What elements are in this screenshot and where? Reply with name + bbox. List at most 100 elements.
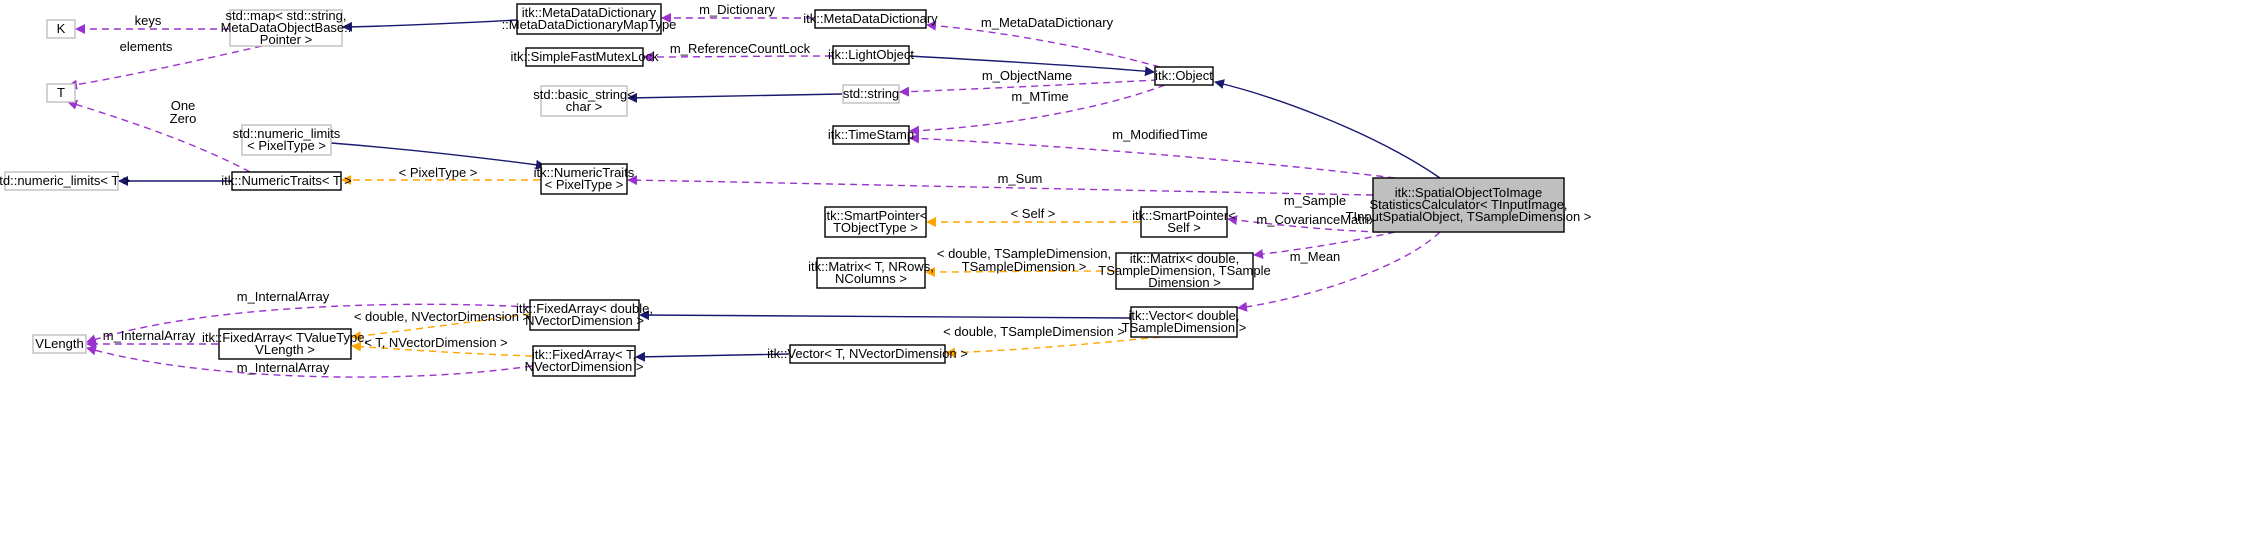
- class-node-mutexlock[interactable]: itk::SimpleFastMutexLock: [510, 47, 659, 67]
- edge-path-mutex_light: [643, 51, 833, 62]
- class-node-timestamp[interactable]: itk::TimeStamp: [828, 125, 914, 145]
- edge-path-vectorT_vectorD: [945, 336, 1161, 358]
- class-node-box: [1372, 177, 1565, 233]
- edge-label-line: m_Dictionary: [699, 2, 775, 17]
- class-node-matrixD[interactable]: itk::Matrix< double,TSampleDimension, TS…: [1098, 251, 1270, 290]
- edge-label-line: m_MTime: [1011, 89, 1068, 104]
- edge-path-nlpix_ntpix: [330, 142, 546, 170]
- edge-label-line: m_InternalArray: [237, 289, 330, 304]
- class-node-label: Pointer >: [260, 32, 312, 47]
- class-node-faTV[interactable]: itk::FixedArray< TValueType,VLength >: [202, 328, 368, 360]
- edge-matrixD_sosc: m_CovarianceMatrix: [1253, 212, 1396, 259]
- class-node-box: [1140, 206, 1228, 238]
- class-node-mddmap[interactable]: itk::MetaDataDictionary::MetaDataDiction…: [502, 3, 677, 35]
- class-node-T[interactable]: T: [46, 83, 76, 103]
- class-node-label: std::string: [843, 86, 899, 101]
- class-node-mdd[interactable]: itk::MetaDataDictionary: [803, 9, 938, 29]
- edge-timestamp_sosc: m_ModifiedTime: [909, 127, 1396, 179]
- class-node-label: std::basic_string<: [533, 87, 635, 102]
- edge-path-matrixD_sosc: [1253, 231, 1396, 259]
- edge-matrixT_matrixD: < double, TSampleDimension,TSampleDimens…: [925, 246, 1116, 277]
- edge-timestamp_object: m_MTime: [909, 84, 1166, 136]
- class-node-label: itk::LightObject: [828, 47, 914, 62]
- class-node-ntT[interactable]: itk::NumericTraits< T >: [221, 171, 352, 191]
- class-node-label: TSampleDimension, TSample: [1098, 263, 1270, 278]
- class-node-nlT[interactable]: std::numeric_limits< T >: [0, 171, 130, 191]
- class-node-stdstring[interactable]: std::string: [842, 84, 900, 104]
- edge-label-timestamp_sosc: m_ModifiedTime: [1112, 127, 1208, 142]
- edge-faTV_faT: < T, NVectorDimension >: [351, 335, 533, 357]
- edge-path-stdstring_object: [899, 79, 1159, 97]
- class-node-K[interactable]: K: [46, 19, 76, 39]
- edge-label-mdd_object: m_MetaDataDictionary: [981, 15, 1114, 30]
- edge-faD_vectorD: [639, 310, 1131, 321]
- edge-path-stdmap_mddmap: [342, 19, 518, 32]
- edge-path-timestamp_sosc: [909, 133, 1396, 179]
- class-node-lightobject[interactable]: itk::LightObject: [828, 45, 914, 65]
- edge-path-faD_vectorD: [639, 310, 1131, 321]
- class-node-label: ::MetaDataDictionaryMapType: [502, 17, 677, 32]
- edge-path-spself_sosc: [1227, 215, 1381, 233]
- class-node-vlength[interactable]: VLength: [32, 334, 87, 354]
- edge-path-faT_vectorT: [635, 351, 790, 362]
- class-node-box: [540, 85, 628, 117]
- class-node-label: itk::Object: [1155, 68, 1213, 83]
- edge-label-line: m_ModifiedTime: [1112, 127, 1208, 142]
- edge-K_stdmap: keys: [75, 13, 230, 34]
- class-node-box: [832, 125, 910, 145]
- edge-label-stdstring_object: m_ObjectName: [982, 68, 1072, 83]
- class-node-box: [832, 45, 910, 65]
- class-node-spobj[interactable]: itk::SmartPointer<TObjectType >: [824, 206, 928, 238]
- class-node-vectorT[interactable]: itk::Vector< T, NVectorDimension >: [767, 344, 968, 364]
- class-node-label: < PixelType >: [545, 177, 624, 192]
- class-node-label: itk::SmartPointer<: [824, 208, 928, 223]
- edge-label-matrixD_sosc: m_CovarianceMatrix: [1256, 212, 1376, 227]
- class-node-box: [1115, 252, 1254, 290]
- class-node-matrixT[interactable]: itk::Matrix< T, NRows,NColumns >: [808, 257, 934, 289]
- edge-vectorD_sosc: m_Mean: [1237, 231, 1441, 312]
- class-node-label: NVectorDimension >: [525, 359, 644, 374]
- class-node-label: StatisticsCalculator< TInputImage,: [1369, 197, 1567, 212]
- edge-lightobject_object: [908, 55, 1155, 77]
- edge-path-faTV_faT: [351, 341, 533, 357]
- class-node-label: K: [57, 21, 66, 36]
- class-node-nlpix[interactable]: std::numeric_limits< PixelType >: [233, 124, 341, 156]
- edge-label-line: m_Sum: [998, 171, 1043, 186]
- edge-label-timestamp_object: m_MTime: [1011, 89, 1068, 104]
- class-node-label: itk::SimpleFastMutexLock: [510, 49, 659, 64]
- class-node-object[interactable]: itk::Object: [1154, 66, 1214, 86]
- edge-label-ntpix_sosc: m_Sum: [998, 171, 1043, 186]
- edge-label-line: Zero: [170, 111, 197, 126]
- class-node-label: itk::Matrix< double,: [1130, 251, 1239, 266]
- class-node-label: std::map< std::string,: [225, 8, 346, 23]
- edge-label-line: < Self >: [1011, 206, 1056, 221]
- class-node-label: itk::Vector< double,: [1129, 308, 1240, 323]
- class-node-spself[interactable]: itk::SmartPointer<Self >: [1132, 206, 1236, 238]
- class-node-sosc[interactable]: itk::SpatialObjectToImageStatisticsCalcu…: [1346, 177, 1592, 233]
- class-node-stdmap[interactable]: std::map< std::string,MetaDataObjectBase…: [221, 8, 352, 47]
- edge-path-timestamp_object: [909, 84, 1166, 136]
- edge-mdd_object: m_MetaDataDictionary: [926, 15, 1161, 68]
- class-node-label: itk::FixedArray< TValueType,: [202, 330, 368, 345]
- class-node-vectorD[interactable]: itk::Vector< double,TSampleDimension >: [1122, 306, 1247, 338]
- class-node-box: [516, 3, 662, 35]
- edge-label-line: m_MetaDataDictionary: [981, 15, 1114, 30]
- edge-vl_faT: m_InternalArray: [86, 345, 533, 378]
- class-node-box: [789, 344, 946, 364]
- edge-path-faTV_faD: [351, 313, 531, 341]
- class-node-label: itk::Vector< T, NVectorDimension >: [767, 346, 968, 361]
- class-node-faT[interactable]: itk::FixedArray< T,NVectorDimension >: [525, 345, 644, 377]
- edge-label-line: < double, TSampleDimension,: [937, 246, 1111, 261]
- class-node-basicstring[interactable]: std::basic_string<char >: [533, 85, 635, 117]
- edge-label-mutex_light: m_ReferenceCountLock: [670, 41, 811, 56]
- class-node-label: itk::Matrix< T, NRows,: [808, 259, 934, 274]
- class-node-ntpix[interactable]: itk::NumericTraits< PixelType >: [534, 163, 635, 195]
- edge-label-ntT_ntpix: < PixelType >: [399, 165, 478, 180]
- class-node-faD[interactable]: itk::FixedArray< double,NVectorDimension…: [516, 299, 653, 331]
- edge-label-line: m_Mean: [1290, 249, 1341, 264]
- edge-label-matrixT_matrixD: < double, TSampleDimension,TSampleDimens…: [937, 246, 1111, 274]
- class-node-box: [816, 257, 926, 289]
- edge-label-line: < PixelType >: [399, 165, 478, 180]
